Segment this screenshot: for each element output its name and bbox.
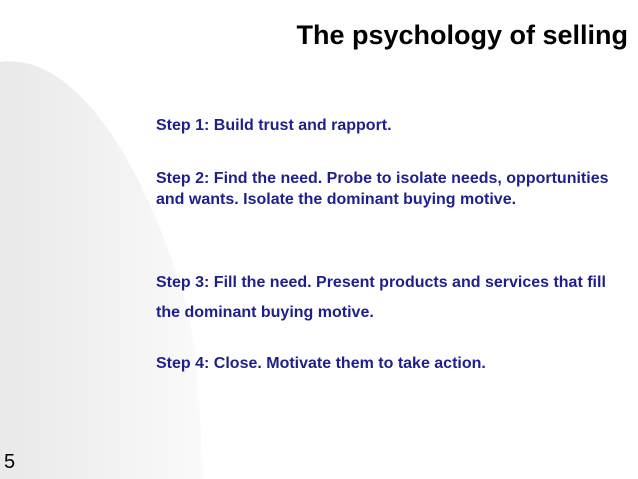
step-2-text: Step 2: Find the need. Probe to isolate … (156, 170, 609, 208)
slide-number: 5 (4, 451, 16, 473)
step-3-text: Step 3: Fill the need. Present products … (156, 274, 606, 321)
slide-title: The psychology of selling (296, 20, 628, 50)
step-4-text: Step 4: Close. Motivate them to take act… (156, 355, 486, 372)
step-1-text: Step 1: Build trust and rapport. (156, 117, 392, 134)
